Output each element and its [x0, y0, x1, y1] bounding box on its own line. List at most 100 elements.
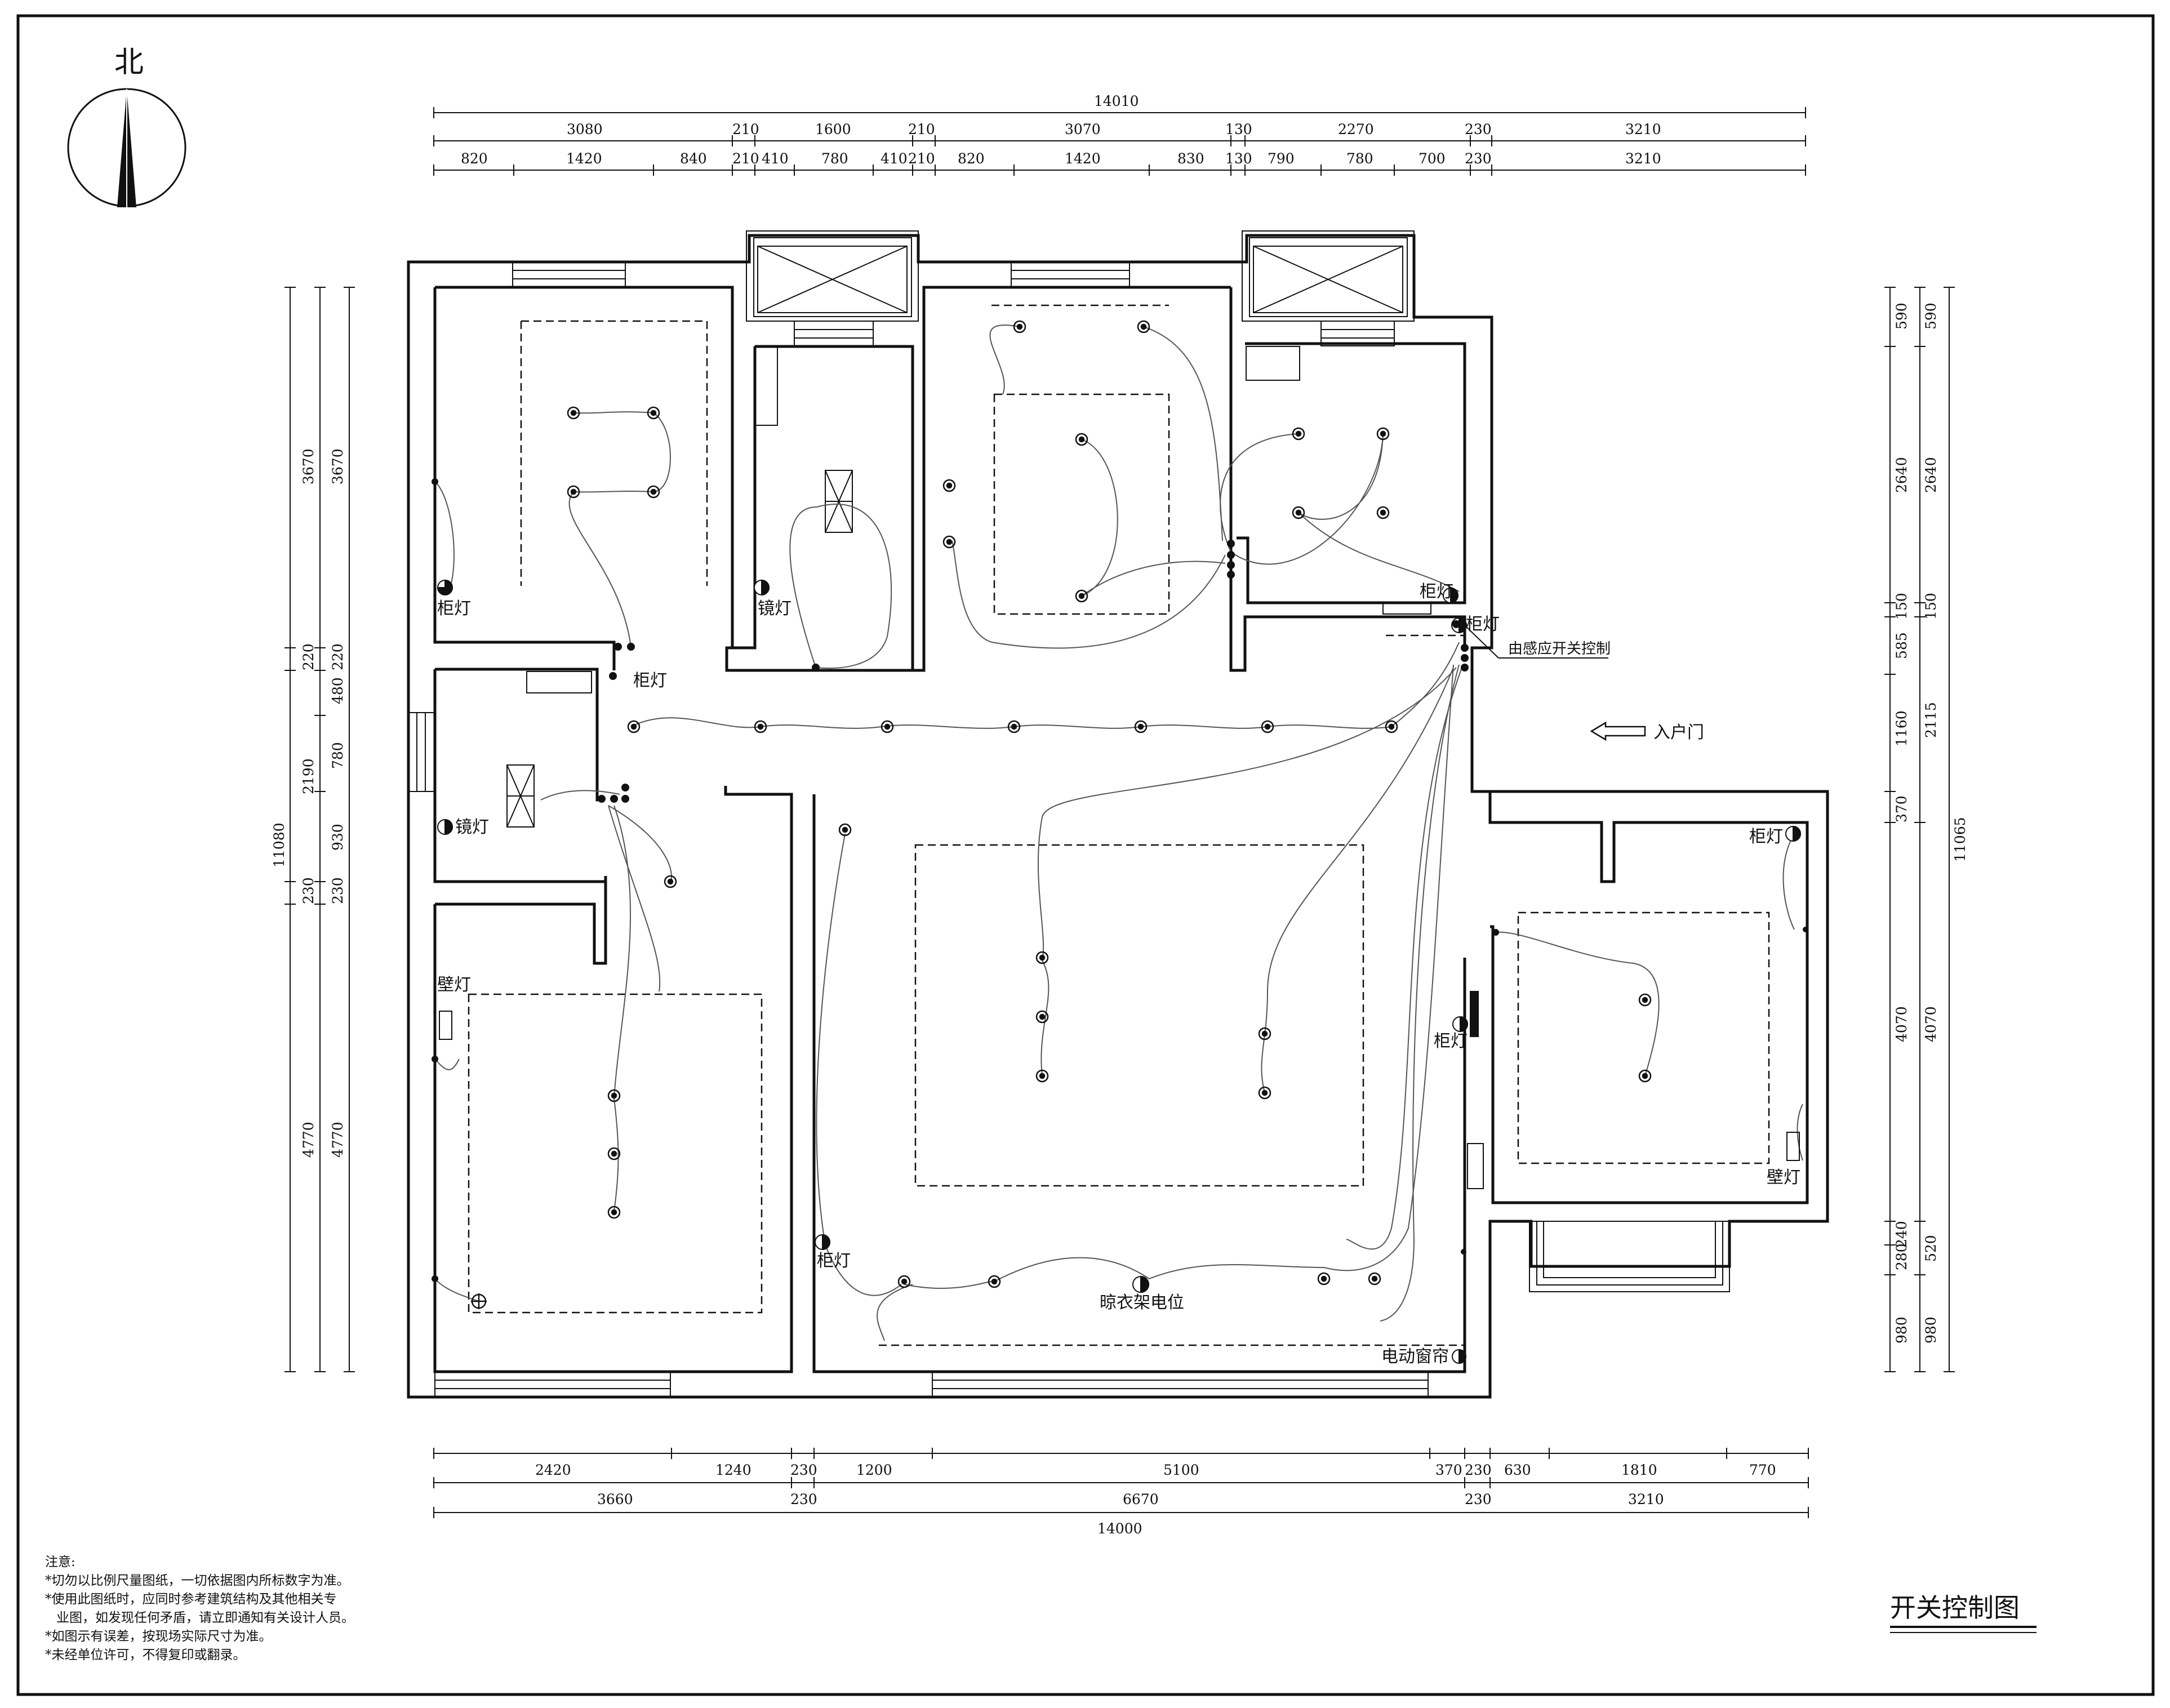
svg-text:1810: 1810 [1621, 1462, 1657, 1478]
ceiling-light-icon [1258, 1027, 1271, 1040]
svg-text:780: 780 [330, 742, 346, 769]
svg-text:1240: 1240 [715, 1462, 752, 1478]
svg-text:*如图示有误差，按现场实际尺寸为准。: *如图示有误差，按现场实际尺寸为准。 [45, 1629, 272, 1644]
svg-text:*切勿以比例尺量图纸，一切依据图内所标数字为准。: *切勿以比例尺量图纸，一切依据图内所标数字为准。 [45, 1573, 350, 1588]
svg-text:2115: 2115 [1923, 702, 1939, 738]
svg-text:*使用此图纸时，应同时参考建筑结构及其他相关专: *使用此图纸时，应同时参考建筑结构及其他相关专 [45, 1592, 337, 1607]
svg-text:210: 210 [732, 150, 759, 167]
svg-text:1600: 1600 [815, 121, 851, 137]
mirror-light-icon [437, 819, 453, 835]
svg-text:230: 230 [1465, 1491, 1492, 1507]
label-cabinet-light: 柜灯 [1420, 582, 1453, 602]
svg-text:770: 770 [1749, 1462, 1776, 1478]
label-mirror-light: 镜灯 [455, 817, 489, 837]
svg-text:220: 220 [300, 643, 317, 670]
svg-text:4070: 4070 [1923, 1006, 1939, 1042]
light-fixtures [471, 320, 1652, 1309]
mirror-light-icon [754, 579, 770, 596]
cabinet-light-icon [1452, 1016, 1468, 1033]
svg-text:980: 980 [1893, 1316, 1910, 1344]
svg-text:4070: 4070 [1893, 1006, 1910, 1042]
svg-text:820: 820 [958, 150, 985, 167]
label-cabinet-light: 柜灯 [1466, 615, 1500, 634]
svg-text:3660: 3660 [597, 1491, 633, 1507]
ceiling-light-icon [897, 1275, 911, 1288]
label-cabinet-light: 柜灯 [1749, 827, 1783, 847]
svg-text:590: 590 [1923, 303, 1939, 330]
svg-text:3210: 3210 [1628, 1491, 1664, 1507]
ceiling-light-icon [607, 1089, 621, 1102]
ceiling-light-icon [942, 479, 956, 492]
windows [408, 230, 1730, 1398]
svg-text:1200: 1200 [856, 1462, 892, 1478]
downlight-icon [471, 1293, 487, 1309]
wall-light-icon [1786, 1132, 1800, 1161]
svg-text:2190: 2190 [300, 758, 317, 794]
svg-text:780: 780 [1346, 150, 1373, 167]
svg-text:3210: 3210 [1625, 150, 1661, 167]
ceiling-light-icon [1035, 1069, 1049, 1083]
label-curtain: 电动窗帘 [1381, 1347, 1449, 1367]
label-cabinet-light: 柜灯 [437, 599, 471, 619]
svg-text:2270: 2270 [1338, 121, 1374, 137]
cabinet-light-icon [815, 1234, 830, 1251]
dimensions-top: 14010 3080 210 1600 210 3070 130 2270 23… [461, 93, 1661, 167]
dimensions-bottom: 2420 1240 230 1200 5100 370 230 630 1810… [535, 1462, 1776, 1537]
ceiling-light-icon [1007, 720, 1021, 733]
svg-text:220: 220 [330, 643, 346, 670]
ceiling-light-icon [1035, 951, 1049, 964]
svg-text:1160: 1160 [1893, 710, 1910, 746]
dimension-lines [284, 107, 1955, 1518]
svg-text:230: 230 [330, 877, 346, 904]
svg-text:4770: 4770 [330, 1122, 346, 1158]
svg-text:520: 520 [1923, 1235, 1939, 1262]
svg-text:980: 980 [1923, 1316, 1939, 1344]
dimensions-left: 11080 3670 220 2190 230 4770 3670 220 48… [271, 448, 346, 1158]
svg-text:230: 230 [790, 1491, 817, 1507]
svg-text:700: 700 [1418, 150, 1446, 167]
north-compass: 北 [67, 46, 186, 207]
ceiling-light-icon [1075, 589, 1088, 603]
svg-text:3670: 3670 [330, 448, 346, 484]
label-cabinet-light: 柜灯 [817, 1251, 851, 1271]
svg-text:4770: 4770 [300, 1122, 317, 1158]
ceiling-light-icon [1368, 1272, 1381, 1286]
drawing-border [16, 14, 2155, 1696]
ceiling-light-icon [1035, 1010, 1049, 1024]
ceiling-light-icon [881, 720, 894, 733]
svg-text:业图，如发现任何矛盾，请立即通知有关设计人员。: 业图，如发现任何矛盾，请立即通知有关设计人员。 [56, 1611, 354, 1625]
svg-text:840: 840 [680, 150, 707, 167]
svg-text:*未经单位许可，不得复印或翻录。: *未经单位许可，不得复印或翻录。 [45, 1648, 246, 1662]
ceiling-light-icon [607, 1206, 621, 1219]
notes: 注意: *切勿以比例尺量图纸，一切依据图内所标数字为准。 *使用此图纸时，应同时… [45, 1555, 354, 1662]
svg-text:3080: 3080 [567, 121, 603, 137]
ceiling-light-icon [627, 720, 641, 733]
svg-text:开关控制图: 开关控制图 [1890, 1593, 2020, 1623]
wiring [434, 324, 1803, 1341]
ceiling-light-icon [1376, 427, 1390, 441]
cabinet-lights [437, 579, 1801, 1364]
svg-text:3670: 3670 [300, 448, 317, 484]
label-drying-rack: 晾衣架电位 [1100, 1293, 1184, 1313]
ceiling-light-icon [1292, 427, 1305, 441]
svg-text:240: 240 [1893, 1221, 1910, 1248]
svg-text:2640: 2640 [1893, 457, 1910, 493]
svg-text:280: 280 [1893, 1243, 1910, 1270]
svg-text:780: 780 [821, 150, 848, 167]
svg-text:11065: 11065 [1952, 817, 1968, 862]
svg-text:480: 480 [330, 677, 346, 704]
svg-text:590: 590 [1893, 303, 1910, 330]
curtain-motor-icon [1452, 1349, 1466, 1364]
fixture-labels: 柜灯 镜灯 柜灯 镜灯 壁灯 柜灯 晾衣架电位 电动窗帘 柜灯 柜灯 由感应开关… [437, 582, 1800, 1367]
svg-text:11080: 11080 [271, 822, 287, 868]
ceiling-light-icon [567, 406, 580, 420]
ceiling-light-icon [754, 720, 767, 733]
svg-text:820: 820 [461, 150, 488, 167]
svg-text:585: 585 [1893, 632, 1910, 659]
svg-text:2640: 2640 [1923, 457, 1939, 493]
cabinet-light-icon [437, 579, 453, 596]
ceiling-outlines [468, 304, 1770, 1346]
svg-text:3210: 3210 [1625, 121, 1661, 137]
svg-text:14000: 14000 [1097, 1520, 1142, 1537]
entrance-arrow-icon [1590, 721, 1646, 741]
